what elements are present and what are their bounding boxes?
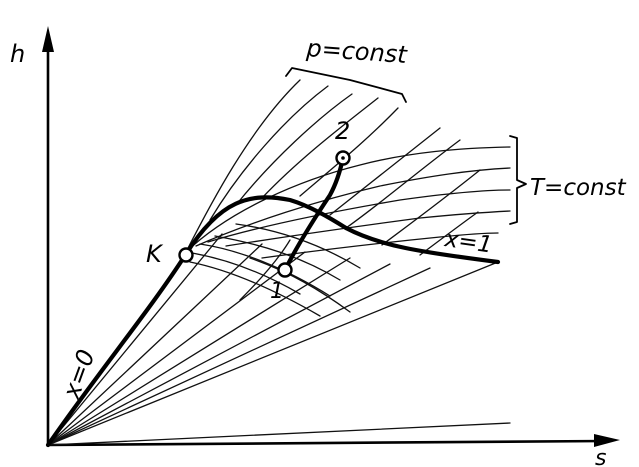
wet-region-grid xyxy=(185,223,361,317)
vapor-line-x1 xyxy=(343,225,501,265)
s-axis-line xyxy=(46,439,607,447)
axes xyxy=(42,26,620,447)
pressure-label: p=const xyxy=(305,34,410,69)
saturation-curve xyxy=(45,195,501,448)
isobar-line xyxy=(47,422,511,446)
s-axis-arrowhead xyxy=(594,434,620,447)
h-axis-arrowhead xyxy=(42,26,54,52)
isobar-line xyxy=(47,257,351,446)
isobar-curve xyxy=(261,97,379,199)
liquid-line-x0 xyxy=(45,251,189,448)
pressure-brace xyxy=(285,67,407,103)
isobar-curve xyxy=(329,127,441,216)
isobar-curve xyxy=(299,107,399,197)
point-1-label: 1 xyxy=(270,279,284,304)
point-2-dot xyxy=(341,156,345,160)
grid-curve xyxy=(239,239,291,301)
isobar-line xyxy=(47,261,499,446)
isotherm-curve xyxy=(225,210,511,247)
s-axis-label: s xyxy=(595,446,606,467)
grid-curve xyxy=(185,251,301,295)
isotherm-curve xyxy=(185,146,511,253)
isobars-superheated xyxy=(185,79,481,256)
h-axis-label: h xyxy=(10,40,25,68)
point-k-marker xyxy=(178,247,194,263)
isobar-curve xyxy=(209,85,329,221)
dome-top xyxy=(183,195,349,257)
grid-curve xyxy=(214,235,341,281)
temperature-label: T=const xyxy=(530,175,627,201)
isobar-line xyxy=(47,251,306,446)
isobar-curve xyxy=(235,93,353,206)
process-line-1-2 xyxy=(282,155,346,273)
isobar-curve xyxy=(381,169,481,246)
point-1-marker xyxy=(277,262,293,278)
grid-curve xyxy=(189,261,321,317)
grid-curve xyxy=(199,243,331,297)
grid-curve xyxy=(249,257,351,313)
quality-0-label: x=0 xyxy=(57,346,101,403)
point-k-label: K xyxy=(146,240,164,268)
isobar-line xyxy=(47,267,431,446)
isobar-line xyxy=(47,263,391,446)
isotherm-curve xyxy=(207,189,511,243)
temperature-brace xyxy=(509,135,527,225)
isobar-line xyxy=(47,243,263,446)
isobar-curve xyxy=(345,139,461,229)
isobar-line xyxy=(47,233,223,446)
point-2-label: 2 xyxy=(335,117,350,145)
grid-curve xyxy=(235,223,361,269)
isotherm-curve xyxy=(261,232,499,259)
isobar-curve xyxy=(185,79,301,253)
